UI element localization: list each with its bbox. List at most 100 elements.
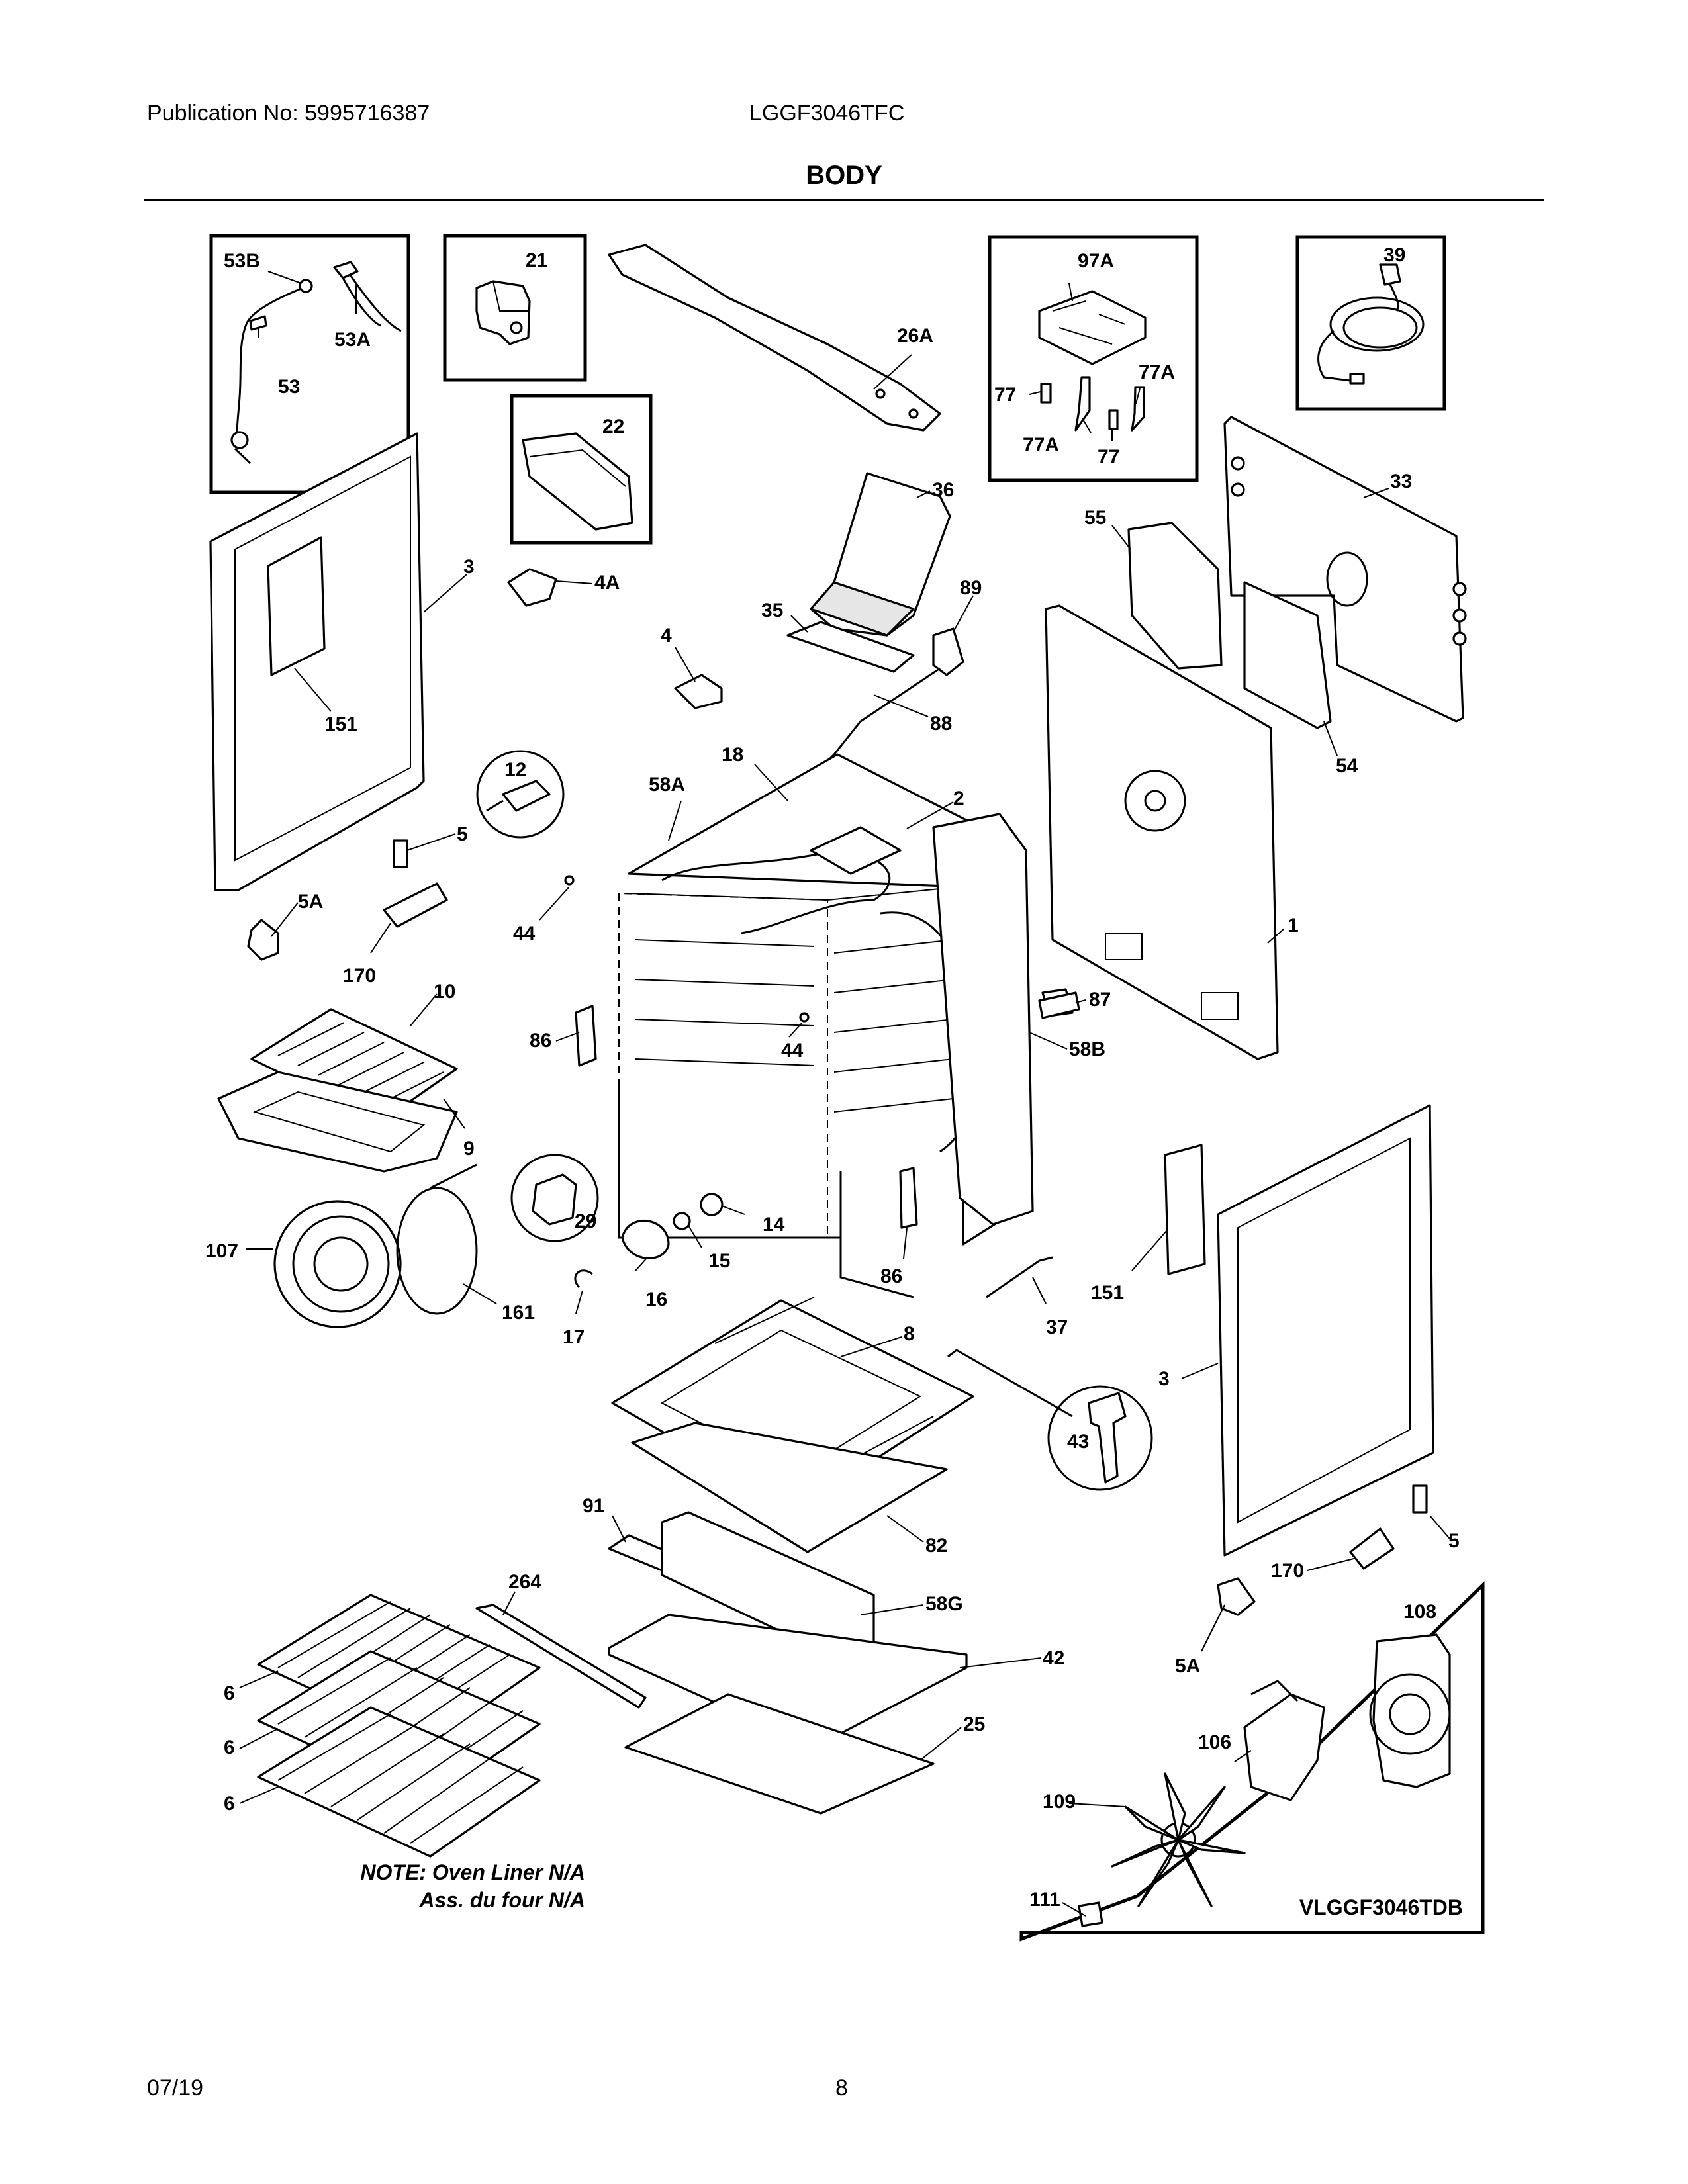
callout-box-53 [209,234,410,494]
header-rule [144,199,1544,201]
label-39: 39 [1383,244,1405,266]
bracket-26A [608,244,941,432]
rear-panel-1 [1041,604,1279,1060]
label-5-left: 5 [457,823,468,845]
label-33: 33 [1390,471,1412,492]
screw-5-left [393,839,408,868]
label-26A: 26A [897,325,933,347]
label-5A-right: 5A [1175,1655,1200,1677]
plate-35 [786,621,915,673]
label-53A: 53A [334,329,371,351]
fan-cover-107 [273,1200,402,1328]
label-108: 108 [1403,1601,1436,1623]
bracket-89 [932,627,964,676]
label-97A: 97A [1078,250,1114,272]
gasket-58B [932,813,1034,1226]
cover-29 [510,1154,599,1242]
label-91: 91 [583,1495,604,1517]
plate-25 [624,1693,935,1815]
wire-37 [986,1256,1053,1298]
outer-door-3-left [209,432,425,891]
label-58B: 58B [1069,1038,1105,1060]
label-9: 9 [463,1138,475,1160]
label-151-left: 151 [324,713,357,735]
label-77A-top: 77A [1139,361,1175,383]
label-42: 42 [1043,1647,1064,1669]
leader-lines [239,271,1450,1917]
screw-5-right [1412,1484,1428,1514]
label-44-right: 44 [781,1040,804,1062]
outer-door-3-right [1217,1104,1434,1557]
label-4: 4 [661,625,672,647]
oven-racks-6 [257,1594,541,1858]
label-170-right: 170 [1271,1560,1304,1582]
label-161: 161 [502,1302,535,1324]
label-12: 12 [504,759,526,781]
label-29: 29 [575,1210,596,1232]
baffle-82 [631,1422,948,1553]
label-77A-bottom: 77A [1023,434,1059,456]
lens-16 [621,1219,670,1259]
section-title: BODY [806,161,882,190]
diagram-code: VLGGF3046TDB [1299,1895,1463,1919]
label-106: 106 [1198,1731,1231,1753]
label-53: 53 [278,376,300,398]
label-1: 1 [1288,915,1299,936]
callout-box-fan [1019,1581,1485,1942]
label-107: 107 [205,1240,238,1262]
bracket-264 [475,1604,647,1709]
label-18: 18 [722,744,743,766]
hinge-receptacle-170-right [1349,1527,1395,1570]
note-line-2: Ass. du four N/A [418,1888,585,1912]
label-89: 89 [960,577,982,599]
part-55 [1127,522,1223,670]
label-21: 21 [526,250,547,271]
hinge-receptacle-170-left [383,882,448,928]
screw-43 [947,1349,1153,1491]
label-44-left: 44 [513,923,536,944]
clip-17 [574,1269,593,1289]
part-4 [674,674,723,709]
label-111: 111 [1029,1889,1060,1911]
label-4A: 4A [594,572,620,594]
lamp-socket-14 [700,1193,724,1216]
label-58G: 58G [925,1593,963,1615]
cover-36 [810,472,951,637]
label-58A: 58A [649,774,685,796]
footer-date: 07/19 [147,2075,204,2101]
callout-box-39 [1295,235,1446,411]
label-10: 10 [434,981,455,1003]
label-3-left: 3 [463,556,475,578]
shield-151-right [1164,1144,1206,1275]
publication-number: Publication No: 5995716387 [147,101,430,126]
label-264: 264 [508,1571,541,1593]
label-109: 109 [1043,1791,1076,1813]
page-number: 8 [835,2075,848,2101]
hinge-5A-right [1217,1577,1256,1616]
label-55: 55 [1084,507,1106,529]
label-6-top: 6 [224,1682,235,1704]
part-54 [1243,581,1332,729]
label-5-right: 5 [1448,1530,1460,1552]
note-line-1: NOTE: Oven Liner N/A [360,1860,585,1884]
label-16: 16 [645,1289,667,1310]
callout-box-21 [443,234,587,382]
label-6-bottom: 6 [224,1793,235,1815]
label-15: 15 [708,1250,730,1272]
label-86-right: 86 [880,1265,902,1287]
label-88: 88 [930,713,952,735]
callout-box-22 [510,394,653,545]
label-22: 22 [602,416,624,437]
label-53B: 53B [224,250,260,272]
label-43: 43 [1067,1431,1089,1453]
label-54: 54 [1336,755,1358,777]
latch-87 [1038,991,1080,1019]
model-number: LGGF3046TFC [749,101,905,126]
label-77-bottom: 77 [1098,446,1119,468]
label-37: 37 [1046,1316,1068,1338]
label-170-left: 170 [343,965,376,987]
element-161 [396,1163,478,1315]
label-35: 35 [761,600,783,621]
label-6-middle: 6 [224,1737,235,1758]
